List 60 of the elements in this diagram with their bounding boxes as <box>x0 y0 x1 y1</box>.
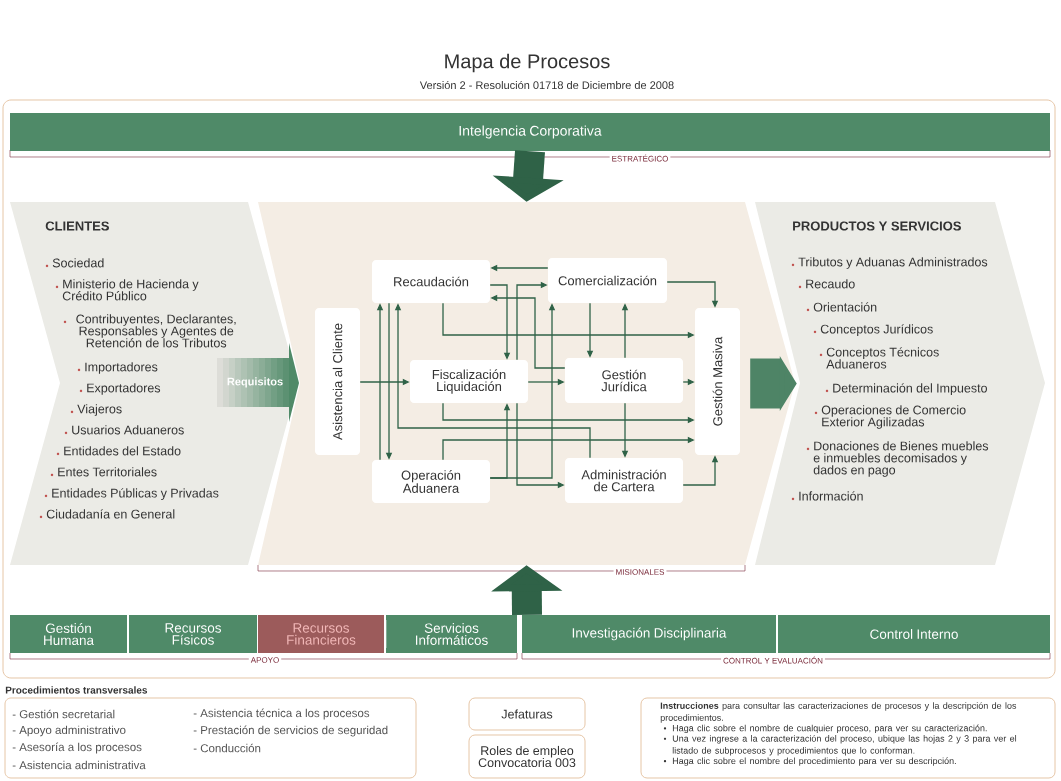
list-item: - Asistencia técnica a los procesos <box>193 708 370 720</box>
node-label: Gestión Humana <box>44 622 95 646</box>
process-box: Comercialización <box>548 258 667 303</box>
bracket-label: APOYO <box>248 655 282 665</box>
list-item: Exportadores <box>79 383 161 395</box>
process-box: Recaudación <box>372 260 490 303</box>
process-box: Gestión Masiva <box>695 308 740 455</box>
node-label: Investigación Disciplinaria <box>572 627 727 641</box>
process-box: Asistencia al Cliente <box>315 308 360 455</box>
list-item: Importadores <box>77 362 158 374</box>
list-item: Tributos y Aduanas Administrados <box>791 257 988 269</box>
list-item: Ciudadanía en General <box>39 509 175 519</box>
list-item: - Prestación de servicios de seguridad <box>193 725 388 737</box>
label-box: Jefaturas <box>468 697 586 731</box>
list-item: Recaudo <box>798 279 855 289</box>
list-item: Determinación del Impuesto <box>825 383 987 395</box>
band-box: Intelgencia Corporativa <box>10 113 1050 151</box>
list-item: Orientación <box>806 302 877 312</box>
subtitle: Versión 2 - Resolución 01718 de Diciembre de 2008 <box>419 80 674 90</box>
list-item: Entes Territoriales <box>50 467 157 477</box>
band-cell: Control Interno <box>778 615 1050 653</box>
list-item: Ministerio de Hacienda y Crédito Público <box>55 279 199 301</box>
list-item: Conceptos Técnicos Aduaneros <box>819 347 939 369</box>
band-cell: Recursos Físicos <box>129 615 257 653</box>
list-item: Donaciones de Bienes muebles e inmuebles decomisados y dados en pago <box>806 441 989 477</box>
panel-heading: CLIENTES <box>45 221 109 231</box>
list-item: Haga clic sobre el nombre del procedimiento para ver su descripción. <box>663 757 956 766</box>
band-cell: Investigación Disciplinaria <box>522 615 776 653</box>
bracket-label: ESTRATÉGICO <box>609 152 671 164</box>
list-item: Entidades Públicas y Privadas <box>44 488 219 500</box>
list-item: Operaciones de Comercio Exterior Agilizadas <box>814 405 966 429</box>
bracket-label: MISIONALES <box>613 567 667 577</box>
node-label: Control Interno <box>870 629 958 639</box>
list-item: Haga clic sobre el nombre de cualquier proceso, para ver su caracterización. <box>663 724 987 734</box>
list-item: - Conducción <box>193 743 261 753</box>
process-box: Operación Aduanera <box>372 460 490 503</box>
band-cell: Gestión Humana <box>10 615 127 653</box>
list-item: Información <box>791 491 863 501</box>
list-item: Entidades del Estado <box>56 446 181 456</box>
list-item: Usuarios Aduaneros <box>64 425 184 435</box>
process-box: Gestión Jurídica <box>565 358 683 403</box>
list-item: - Asesoría a los procesos <box>12 742 142 754</box>
node-label: Recursos Físicos <box>165 623 222 645</box>
list-item: Viajeros <box>70 404 122 416</box>
list-item: Sociedad <box>45 258 104 268</box>
paragraph: Instrucciones para consultar las caracterizaciones de procesos y la descripción de los procedimientos. <box>660 702 1017 723</box>
list-item: Una vez ingrese a la caracterización del proceso, ubique las hojas 2 y 3 para ver el listado de subprocesos y procedimientos que lo conforman. <box>663 735 1017 756</box>
process-box: Fiscalización Liquidación <box>410 360 528 403</box>
process-box: Administración de Cartera <box>565 458 683 503</box>
panel-heading: PRODUCTOS Y SERVICIOS <box>793 221 961 231</box>
bracket-label: CONTROL Y EVALUACIÓN <box>721 654 825 666</box>
list-item: - Asistencia administrativa <box>12 760 146 770</box>
band-cell: Recursos Financieros <box>258 615 384 653</box>
list-item: - Apoyo administrativo <box>12 725 126 737</box>
label-box: Roles de empleo Convocatoria 003 <box>468 734 586 779</box>
list-item: - Gestión secretarial <box>12 709 115 719</box>
title: Mapa de Procesos <box>445 53 610 73</box>
list-item: Conceptos Jurídicos <box>813 324 933 336</box>
box-heading: Procedimientos transversales <box>5 686 148 694</box>
band-cell: Servicios Informáticos <box>386 615 517 653</box>
